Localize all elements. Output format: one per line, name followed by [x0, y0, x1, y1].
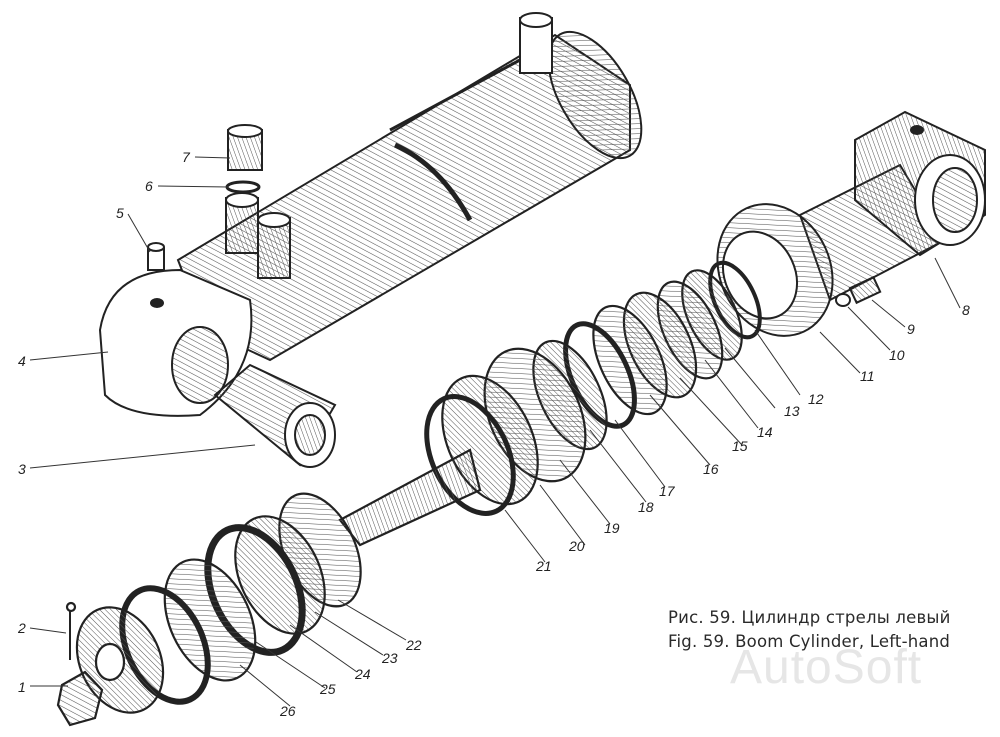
caption-russian: Рис. 59. Цилиндр стрелы левый	[668, 608, 951, 627]
piston-group	[56, 492, 362, 727]
callout-6: 6	[145, 178, 153, 194]
fittings	[147, 124, 263, 271]
callout-15: 15	[732, 438, 748, 454]
bolt-and-washer	[835, 275, 882, 307]
callout-9: 9	[907, 321, 915, 337]
callout-2: 2	[17, 620, 26, 636]
cylinder-body	[176, 12, 643, 362]
callout-24: 24	[354, 666, 371, 682]
bushing	[213, 363, 337, 468]
callout-12: 12	[808, 391, 824, 407]
callout-19: 19	[604, 520, 620, 536]
callout-18: 18	[638, 499, 654, 515]
callout-25: 25	[319, 681, 336, 697]
callout-23: 23	[381, 650, 398, 666]
seal-stack	[338, 260, 762, 547]
callout-10: 10	[889, 347, 905, 363]
callout-17: 17	[659, 483, 676, 499]
leader-lines	[29, 156, 961, 707]
watermark: AutoSoft	[730, 641, 923, 694]
callout-5: 5	[116, 205, 124, 221]
callout-26: 26	[279, 703, 296, 719]
callout-4: 4	[18, 353, 26, 369]
callout-16: 16	[703, 461, 719, 477]
caption-english: Fig. 59. Boom Cylinder, Left-hand	[668, 632, 951, 651]
callout-7: 7	[182, 149, 191, 165]
piston-rod	[798, 110, 986, 302]
callout-11: 11	[860, 368, 875, 384]
callout-13: 13	[784, 403, 800, 419]
callout-1: 1	[18, 679, 26, 695]
callout-21: 21	[535, 558, 552, 574]
callout-14: 14	[757, 424, 773, 440]
rod-flange	[716, 203, 834, 337]
cylinder-eye	[98, 268, 253, 417]
figure-caption: Рис. 59. Цилиндр стрелы левый Fig. 59. B…	[668, 606, 998, 654]
callout-numbers: 1 2 3 4 5 6 7 8 9 10 11 12 13 14 15 16 1…	[17, 149, 970, 719]
callout-22: 22	[405, 637, 422, 653]
callout-20: 20	[568, 538, 585, 554]
callout-3: 3	[18, 461, 26, 477]
callout-8: 8	[962, 302, 970, 318]
